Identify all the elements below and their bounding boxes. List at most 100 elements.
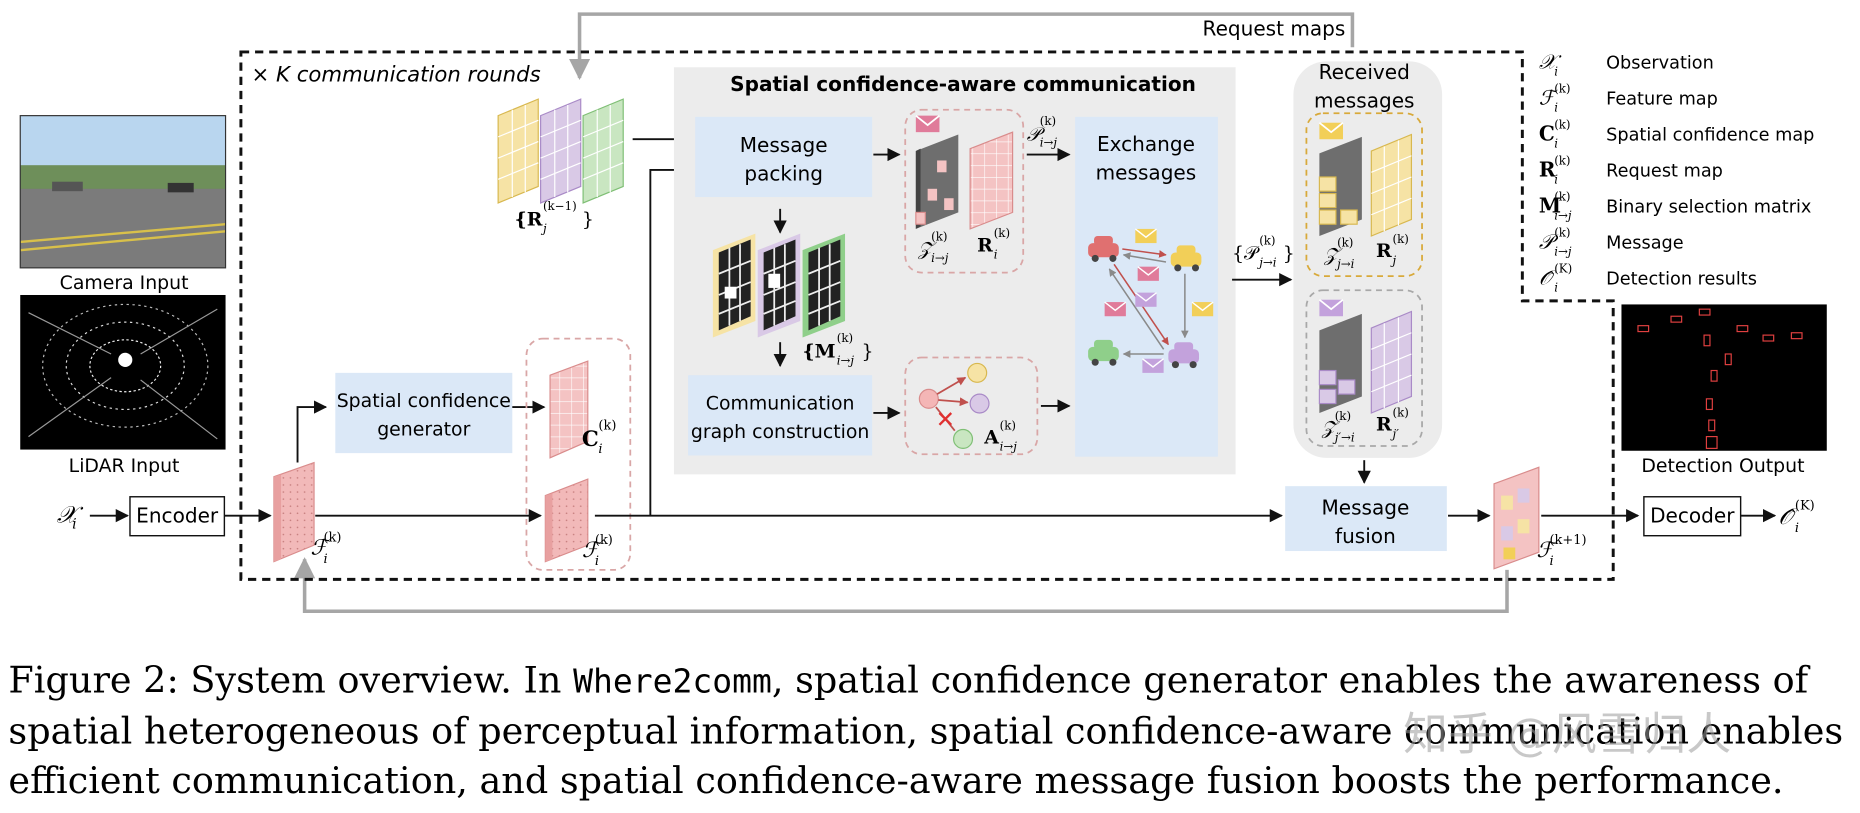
received-request-map-purple [1370, 310, 1413, 414]
svg-text:graph construction: graph construction [691, 421, 869, 443]
svg-text:i: i [1795, 521, 1799, 536]
svg-text:i: i [323, 552, 327, 567]
svg-text:R: R [977, 234, 993, 256]
received-group-yellow [1305, 112, 1423, 277]
svg-text:Message: Message [1321, 495, 1409, 519]
message-packing-block: Message packing [695, 116, 873, 198]
svg-text:}: } [862, 341, 874, 363]
svg-text:fusion: fusion [1335, 524, 1396, 548]
envelope-icon [915, 114, 940, 133]
exchange-messages-block: Exchange messages [1075, 116, 1218, 457]
legend-superscript: (k) [1554, 82, 1570, 96]
legend-symbol: 𝒳 [1539, 49, 1562, 73]
legend-subscript: i [1554, 280, 1558, 294]
legend-row: 𝒳i Observation [1539, 49, 1714, 78]
red-car-icon [1088, 235, 1119, 262]
request-map-own [969, 131, 1014, 230]
svg-text:(k): (k) [1000, 419, 1016, 433]
legend-symbol: C [1539, 121, 1555, 145]
lidar-image [20, 294, 226, 450]
svg-text:i: i [598, 442, 602, 457]
lidar-input-label: LiDAR Input [69, 455, 180, 477]
legend-subscript: i→j [1554, 208, 1572, 222]
svg-text:𝒵: 𝒵 [917, 238, 937, 260]
legend-symbol: R [1539, 157, 1556, 181]
purple-car-icon [1168, 342, 1200, 369]
request-maps-feedback-arrow [568, 12, 1355, 81]
svg-text:{𝒫: {𝒫 [1232, 243, 1260, 265]
svg-text:Exchange: Exchange [1097, 132, 1195, 156]
observation-symbol: 𝒳 i [57, 501, 84, 533]
legend-superscript: (k) [1554, 118, 1570, 132]
message-fusion-block: Message fusion [1285, 486, 1447, 552]
legend-superscript: (K) [1554, 262, 1572, 276]
communication-graph-icon [918, 362, 990, 449]
legend-description: Request map [1606, 161, 1723, 181]
encoder-block: Encoder [129, 496, 226, 537]
legend-subscript: i [1554, 65, 1558, 79]
legend-row: Ri (k) Request map [1539, 154, 1723, 187]
detection-output-label: Detection Output [1641, 455, 1804, 477]
request-maps-prev-label: {R j (k−1) } [515, 199, 594, 235]
svg-text:ℱ: ℱ [311, 536, 331, 561]
received-request-purple-label: R j′ (k) [1376, 406, 1409, 441]
camera-input-label: Camera Input [60, 272, 189, 294]
svg-text:Spatial confidence: Spatial confidence [337, 390, 511, 412]
svg-text:(k): (k) [1393, 406, 1409, 420]
svg-text:i: i [595, 554, 599, 569]
arrow-feature-to-confgen [296, 400, 328, 463]
svg-text:j: j [540, 221, 547, 235]
exchange-envelopes [1104, 228, 1214, 373]
svg-text:i: i [72, 517, 77, 533]
received-message-yellow-label: 𝒵 j→i (k) [1323, 236, 1355, 271]
caption-line-2: spatial heterogeneous of perceptual info… [8, 709, 1843, 752]
svg-text:(k): (k) [1393, 232, 1409, 246]
watermark: 知乎 @风雪归人 [1403, 707, 1731, 760]
received-message-map-yellow [1318, 136, 1362, 236]
svg-text:{R: {R [515, 208, 543, 230]
confidence-feature-group [525, 337, 632, 571]
svg-text:(k): (k) [1040, 114, 1056, 128]
svg-text:Decoder: Decoder [1650, 504, 1735, 528]
svg-text:messages: messages [1096, 160, 1197, 184]
received-message-purple-label: 𝒵 j′→i (k) [1321, 409, 1355, 444]
svg-text:(k): (k) [931, 230, 947, 244]
svg-text:R: R [1376, 240, 1392, 262]
legend-symbol: ℱ [1539, 85, 1558, 109]
spatial-confidence-generator-block: Spatial confidence generator [335, 372, 513, 454]
legend-superscript: (k) [1554, 154, 1570, 168]
received-envelope-purple [1318, 299, 1344, 317]
received-envelope-yellow [1318, 122, 1344, 140]
message-label: 𝒵 i→j (k) [917, 230, 949, 265]
svg-text:(k): (k) [1259, 233, 1275, 247]
received-label-1: Received [1319, 60, 1410, 84]
confidence-map-grid [549, 360, 589, 459]
caption-line-1: Figure 2: System overview. In Where2comm… [8, 659, 1810, 702]
legend-description: Message [1606, 233, 1684, 253]
received-group-purple [1305, 289, 1423, 447]
legend-subscript: i [1554, 172, 1558, 186]
svg-text:i→j: i→j [1040, 135, 1058, 149]
svg-text:(k): (k) [837, 331, 853, 345]
legend-description: Spatial confidence map [1606, 125, 1814, 145]
svg-text:(k): (k) [1337, 236, 1353, 250]
svg-text:packing: packing [744, 162, 823, 186]
svg-text:ℱ: ℱ [1537, 538, 1557, 563]
request-maps-prev-round [497, 98, 624, 204]
svg-text:j′→i: j′→i [1332, 430, 1355, 444]
detection-result-label: 𝒪̂ i (K) [1778, 499, 1814, 536]
svg-text:j: j [1390, 253, 1397, 267]
legend-superscript: (k) [1554, 226, 1570, 240]
legend-description: Feature map [1606, 89, 1718, 109]
legend-subscript: i [1554, 136, 1558, 150]
green-car-icon [1088, 339, 1119, 366]
svg-text:i→j: i→j [1000, 440, 1018, 454]
legend-description: Observation [1606, 53, 1714, 73]
feature-map-encoder-output [273, 461, 315, 563]
feature-map-copy [544, 478, 589, 563]
